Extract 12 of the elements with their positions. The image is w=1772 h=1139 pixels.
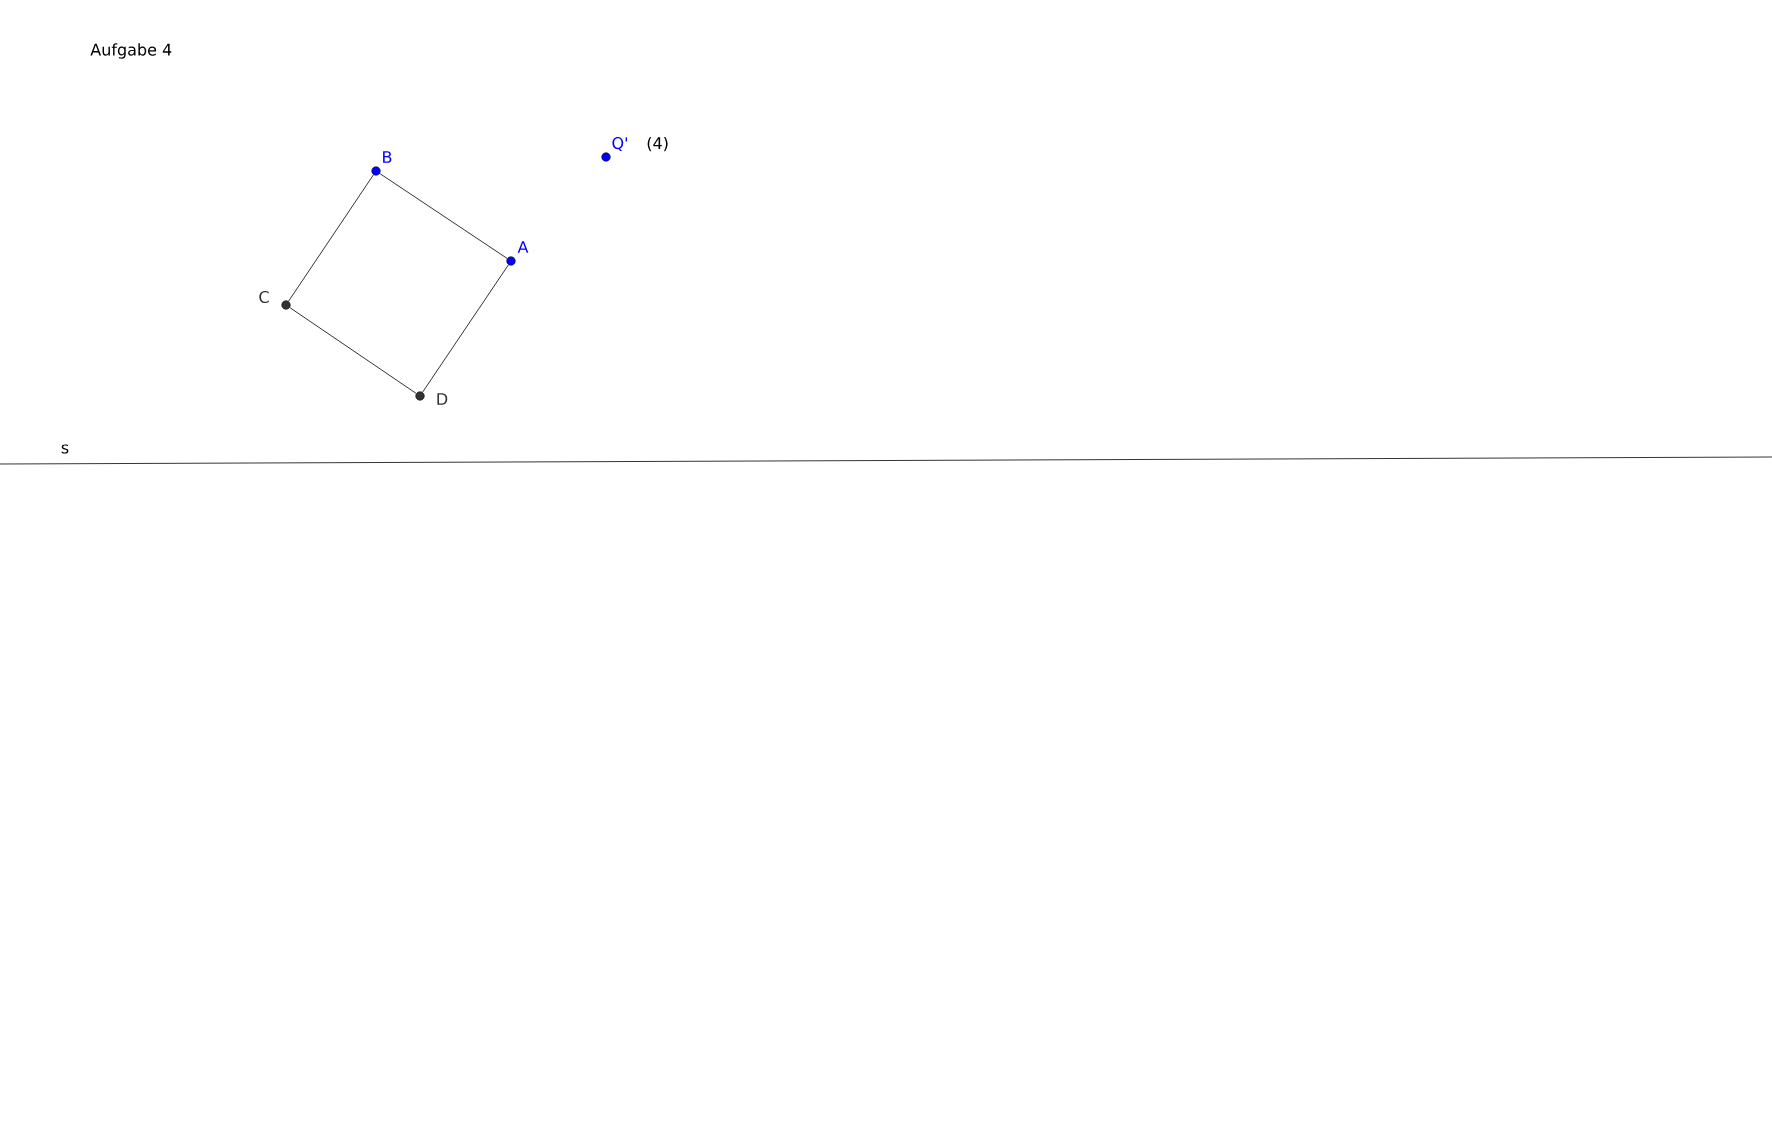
point-label: C bbox=[259, 290, 269, 304]
point-label: B bbox=[383, 151, 392, 163]
polygon-side bbox=[379, 173, 508, 259]
point-label: Q' bbox=[612, 137, 627, 151]
polygon-side bbox=[422, 264, 509, 393]
point-label: A bbox=[517, 241, 529, 253]
polygon-side bbox=[289, 307, 417, 394]
point-note: (4) bbox=[647, 136, 668, 152]
polygon-side bbox=[288, 174, 374, 302]
point-label: D bbox=[437, 393, 448, 405]
line-label: s bbox=[61, 444, 69, 454]
heading: Aufgabe 4 bbox=[90, 43, 172, 59]
